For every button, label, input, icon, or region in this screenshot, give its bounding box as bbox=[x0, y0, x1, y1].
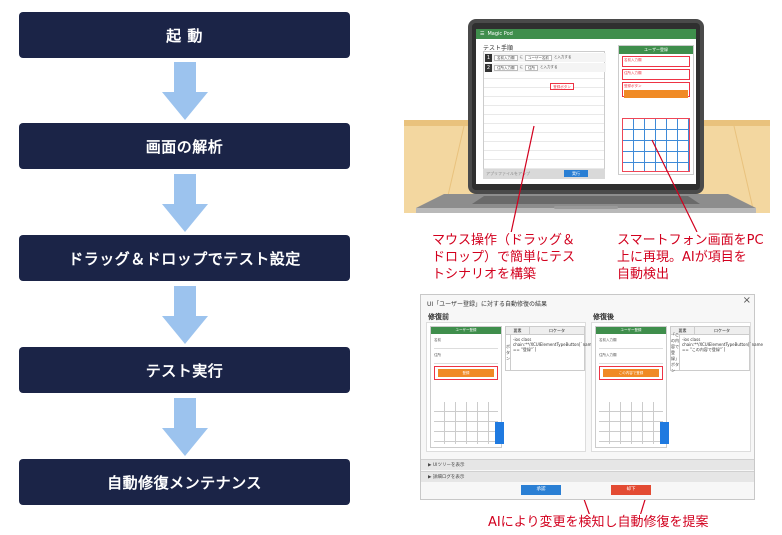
step-analyze: 画面の解析 bbox=[19, 123, 350, 169]
after-panel: ユーザー登録 名前入力欄 住所入力欄 この内容で登録 要素 ロケータ 「この内容… bbox=[591, 322, 763, 452]
expand-ui-tree[interactable]: ▶ UIツリーを表示 bbox=[421, 459, 754, 470]
drag-tag[interactable]: 登録ボタン bbox=[550, 83, 574, 90]
phone-button[interactable] bbox=[624, 90, 688, 98]
return-key[interactable] bbox=[495, 422, 504, 444]
return-key[interactable] bbox=[660, 422, 669, 444]
table-row[interactable]: 1 名前入力欄 に ユーザー名前 と入力する bbox=[484, 53, 606, 62]
after-label: 修復後 bbox=[593, 313, 614, 321]
arrow-down-icon bbox=[162, 398, 208, 456]
phone-field[interactable]: 住所入力欄 bbox=[622, 69, 690, 80]
table-row[interactable]: 2 住所入力欄 に 住所 と入力する bbox=[484, 63, 606, 72]
before-locator-table: 要素 ロケータ ボタン -ios class chain:**/XCUIElem… bbox=[505, 326, 594, 371]
autorepair-dialog: UI「ユーザー登録」に対する自動修復の結果 × 修復前 修復後 ユーザー登録 名… bbox=[420, 294, 763, 500]
run-button[interactable]: 実行 bbox=[564, 170, 588, 177]
step-autorepair: 自動修復メンテナンス bbox=[19, 459, 350, 505]
test-steps-table: 1 名前入力欄 に ユーザー名前 と入力する 2 住所入力欄 に 住所 と入力す… bbox=[483, 51, 606, 171]
menu-icon[interactable]: ☰ bbox=[480, 31, 485, 37]
step-launch: 起 動 bbox=[19, 12, 350, 58]
after-button-box: この内容で登録 bbox=[599, 366, 663, 380]
callout-phone-reproduce: スマートフォン画面をPC 上に再現。AIが項目を 自動検出 bbox=[617, 232, 777, 283]
laptop-screen: ☰ Magic Pod テスト手順 1 名前入力欄 に ユーザー名前 と入力する… bbox=[476, 29, 696, 184]
phone-keyboard[interactable] bbox=[622, 118, 690, 172]
before-register-button[interactable]: 登録 bbox=[438, 369, 494, 377]
arrow-down-icon bbox=[162, 286, 208, 344]
callout-autorepair: AIにより変更を検知し自動修復を提案 bbox=[488, 514, 768, 531]
expand-detail-log[interactable]: ▶ 詳細ログを表示 bbox=[421, 471, 754, 482]
callout-dragdrop: マウス操作（ドラッグ＆ ドロップ）で簡単にテス トシナリオを構築 bbox=[432, 232, 592, 283]
approve-button[interactable]: 承認 bbox=[521, 485, 561, 495]
arrow-down-icon bbox=[162, 62, 208, 120]
before-phone: ユーザー登録 名前 住所 登録 bbox=[430, 326, 504, 448]
phone-field[interactable]: 名前入力欄 bbox=[622, 56, 690, 67]
before-panel: ユーザー登録 名前 住所 登録 要素 ロケータ ボタン -ios class c… bbox=[426, 322, 594, 452]
phone-preview: ユーザー登録 名前入力欄 住所入力欄 登録ボタン bbox=[618, 45, 694, 175]
dialog-title: UI「ユーザー登録」に対する自動修復の結果 bbox=[427, 301, 548, 308]
close-icon[interactable]: × bbox=[742, 295, 751, 306]
panel-title: テスト手順 bbox=[483, 45, 514, 52]
phone-button-box[interactable]: 登録ボタン bbox=[622, 82, 690, 98]
app-name: Magic Pod bbox=[487, 31, 513, 37]
phone-header: ユーザー登録 bbox=[619, 46, 693, 54]
before-label: 修復前 bbox=[428, 313, 449, 321]
step-run: テスト実行 bbox=[19, 347, 350, 393]
after-register-button[interactable]: この内容で登録 bbox=[603, 369, 659, 377]
before-button-box: 登録 bbox=[434, 366, 498, 380]
after-phone: ユーザー登録 名前入力欄 住所入力欄 この内容で登録 bbox=[595, 326, 669, 448]
keyboard[interactable] bbox=[434, 402, 498, 444]
reject-button[interactable]: 却下 bbox=[611, 485, 651, 495]
after-locator-table: 要素 ロケータ 「この内容で登録」ボタン -ios class chain:**… bbox=[670, 326, 763, 373]
arrow-down-icon bbox=[162, 174, 208, 232]
upload-hint[interactable]: アプリファイルをアップ bbox=[483, 169, 605, 179]
keyboard[interactable] bbox=[599, 402, 663, 444]
app-bar: ☰ Magic Pod bbox=[476, 29, 696, 39]
step-dragdrop: ドラッグ＆ドロップでテスト設定 bbox=[19, 235, 350, 281]
